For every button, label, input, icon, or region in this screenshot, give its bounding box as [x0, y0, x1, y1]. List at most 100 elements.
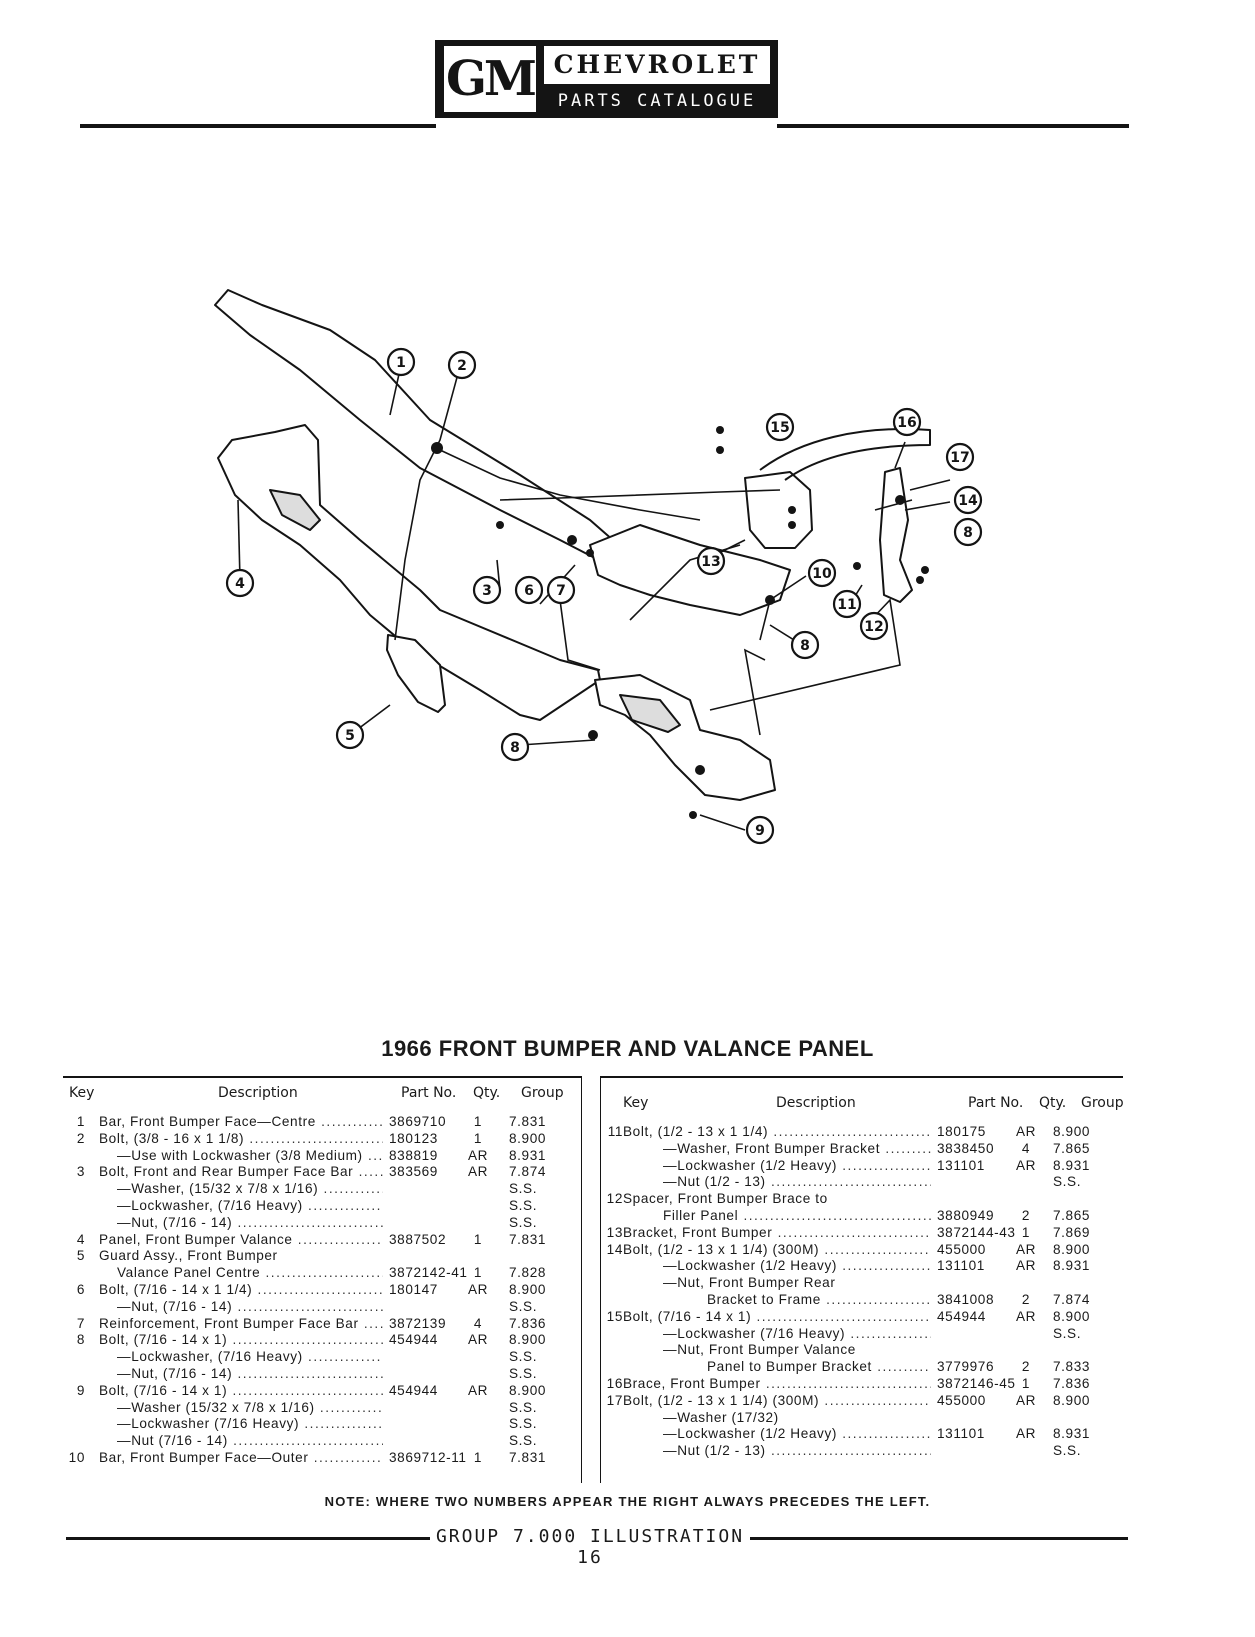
row-key: 6: [76, 1281, 85, 1297]
row-part-number: 3872139: [389, 1315, 447, 1331]
table-row: —Nut, Front Bumper Rear: [601, 1275, 1123, 1292]
row-quantity: AR: [467, 1382, 489, 1398]
row-group: 7.828: [509, 1265, 547, 1281]
row-quantity: 1: [473, 1231, 483, 1247]
exploded-parts-diagram: 1 2 3 4 5 6 7 8 8 8 9 10 11 12 13 14 15 …: [214, 289, 983, 845]
row-key: 17: [606, 1392, 623, 1408]
callout-2: 2: [447, 350, 477, 380]
row-key: 1: [76, 1114, 85, 1129]
row-key: 8: [76, 1332, 85, 1348]
row-description: Panel, Front Bumper Valance: [99, 1232, 383, 1249]
row-description: Bolt, (3/8 - 16 x 1 1/8): [99, 1131, 383, 1148]
row-description: —Washer (15/32 x 7/8 x 1/16): [117, 1400, 383, 1417]
row-description: Bar, Front Bumper Face—Centre: [99, 1114, 383, 1131]
parts-table-left: Key Description Part No. Qty. Group 1 Bar…: [63, 1076, 582, 1483]
table-header: Key Description Part No. Qty. Group: [63, 1078, 581, 1114]
row-group: S.S.: [1053, 1174, 1082, 1190]
row-part-number: 454944: [389, 1332, 438, 1348]
callout-11: 11: [832, 589, 862, 619]
svg-text:7: 7: [556, 583, 566, 599]
row-description: —Lockwasher, (7/16 Heavy): [117, 1198, 383, 1215]
row-description: Brace, Front Bumper: [623, 1376, 931, 1393]
row-quantity: AR: [1015, 1392, 1037, 1408]
row-key: 4: [76, 1231, 85, 1247]
row-quantity: AR: [1015, 1426, 1037, 1442]
row-group: 8.931: [1053, 1157, 1091, 1173]
body-panel: [759, 428, 931, 481]
header-group: Group: [521, 1085, 564, 1101]
row-description: Bolt, (7/16 - 14 x 1): [99, 1383, 383, 1400]
row-part-number: 131101: [937, 1426, 985, 1442]
row-group: 8.900: [509, 1332, 547, 1348]
row-group: S.S.: [509, 1416, 538, 1432]
row-part-number: 3841008: [937, 1291, 995, 1307]
svg-text:16: 16: [897, 415, 916, 431]
row-quantity: 4: [473, 1315, 483, 1331]
callout-16: 16: [892, 407, 922, 437]
row-part-number: 3872142-41: [389, 1265, 468, 1281]
table-row: Bracket to Frame384100827.874: [601, 1292, 1123, 1309]
callout-17: 17: [945, 442, 975, 472]
table-row: —Lockwasher (7/16 Heavy) S.S.: [63, 1416, 581, 1433]
row-group: S.S.: [1053, 1443, 1082, 1459]
row-part-number: 180175: [937, 1124, 986, 1139]
svg-text:4: 4: [235, 576, 245, 592]
row-group: 8.931: [509, 1147, 547, 1163]
valance-panel: [217, 424, 601, 721]
row-description: —Nut (7/16 - 14): [117, 1433, 383, 1450]
row-quantity: 2: [1021, 1359, 1031, 1375]
row-quantity: AR: [1015, 1157, 1037, 1173]
callout-12: 12: [859, 611, 889, 641]
row-group: S.S.: [509, 1365, 538, 1381]
row-quantity: 1: [1021, 1224, 1031, 1240]
row-description: —Nut (1/2 - 13): [663, 1174, 931, 1191]
svg-text:17: 17: [950, 450, 969, 466]
row-part-number: 454944: [389, 1382, 438, 1398]
valance-end-panel: [594, 674, 776, 801]
svg-text:15: 15: [770, 420, 789, 436]
callout-7: 7: [546, 575, 576, 605]
row-key: 7: [76, 1315, 85, 1331]
row-group: S.S.: [509, 1197, 538, 1213]
header-description: Description: [776, 1095, 856, 1111]
row-part-number: 383569: [389, 1164, 438, 1180]
row-part-number: 455000: [937, 1392, 986, 1408]
row-quantity: 1: [473, 1449, 483, 1465]
table-row: Filler Panel388094927.865: [601, 1208, 1123, 1225]
catalogue-label: PARTS CATALOGUE: [557, 91, 757, 111]
table-row: —Washer, Front Bumper Bracket383845047.8…: [601, 1141, 1123, 1158]
row-description: —Nut, (7/16 - 14): [117, 1215, 383, 1232]
row-group: 7.833: [1053, 1359, 1091, 1375]
row-group: S.S.: [1053, 1325, 1082, 1341]
row-group: 7.831: [509, 1231, 547, 1247]
row-part-number: 454944: [937, 1308, 986, 1324]
row-description: Bolt, Front and Rear Bumper Face Bar: [99, 1164, 383, 1181]
row-description: —Lockwasher (1/2 Heavy): [663, 1258, 931, 1275]
row-group: 8.931: [1053, 1258, 1091, 1274]
table-title: 1966 FRONT BUMPER AND VALANCE PANEL: [381, 1036, 874, 1061]
outer-face-bar: [589, 524, 791, 616]
row-group: 7.831: [509, 1114, 547, 1129]
row-description: Bolt, (7/16 - 14 x 1): [623, 1309, 931, 1326]
table-row: —Lockwasher (7/16 Heavy)S.S.: [601, 1326, 1123, 1343]
row-description: —Lockwasher (7/16 Heavy): [117, 1416, 383, 1433]
gm-logo: GM: [444, 46, 537, 112]
row-key: 13: [606, 1224, 623, 1240]
front-bumper-bracket: [744, 471, 813, 549]
svg-text:8: 8: [800, 638, 810, 654]
row-part-number: 838819: [389, 1147, 438, 1163]
table-row: —Lockwasher, (7/16 Heavy)S.S.: [63, 1349, 581, 1366]
callout-3: 3: [472, 575, 502, 605]
row-key: 3: [76, 1164, 85, 1180]
row-key: 9: [76, 1382, 85, 1398]
